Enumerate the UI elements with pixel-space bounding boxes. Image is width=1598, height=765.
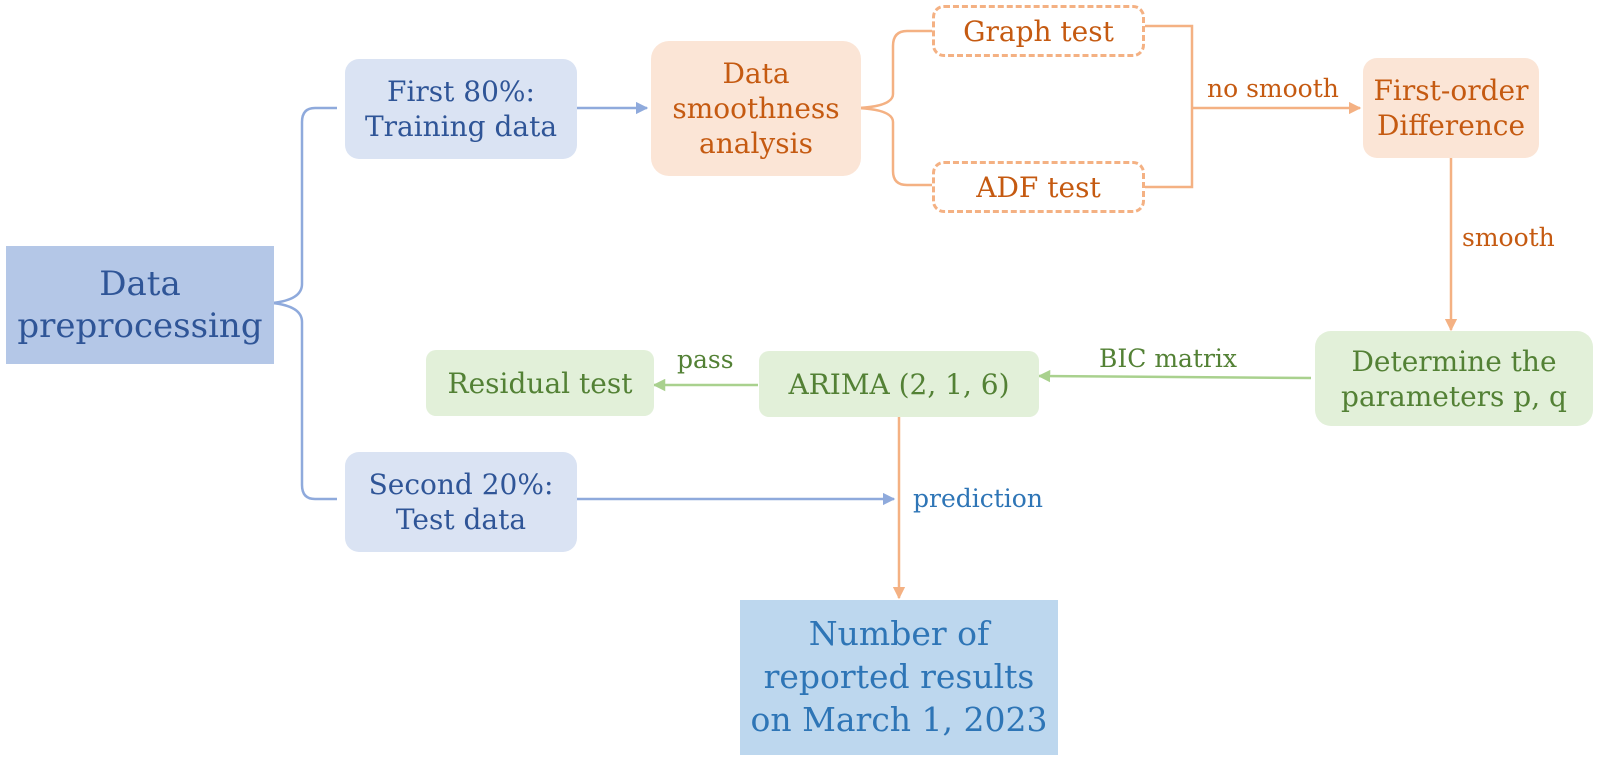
node-graph-test: Graph test [932,5,1145,57]
node-training-data-line-1: First 80%: [387,75,535,108]
node-test-data: Second 20%: Test data [345,452,577,552]
node-data-preprocessing: Data preprocessing [6,246,274,364]
node-adf-test-label: ADF test [976,170,1101,204]
node-result-line-2: reported results [763,657,1035,697]
node-determine-parameters-line-2: parameters p, q [1341,379,1567,413]
edge-label-prediction: prediction [913,484,1043,513]
edge-label-smooth: smooth [1462,223,1555,252]
node-data-preprocessing-line-1: Data [99,263,181,304]
node-result-line-1: Number of [808,614,990,654]
node-arima: ARIMA (2, 1, 6) [759,351,1039,417]
node-data-preprocessing-line-2: preprocessing [17,306,263,346]
node-first-order-difference: First-order Difference [1363,58,1539,158]
edge-label-bic-matrix: BIC matrix [1099,344,1238,373]
bic-matrix-arrow [1037,369,1312,383]
node-smoothness-analysis-line-1: Data [722,57,790,90]
node-arima-label: ARIMA (2, 1, 6) [788,367,1010,401]
node-residual-test: Residual test [426,350,654,416]
tests-merge-bracket [1145,24,1194,189]
node-smoothness-analysis-line-2: smoothness [672,92,840,125]
smoothness-brace [858,29,932,187]
node-adf-test: ADF test [932,161,1145,213]
node-result: Number of reported results on March 1, 2… [740,600,1058,755]
edge-label-pass: pass [677,345,734,374]
node-first-order-difference-line-2: Difference [1376,109,1526,142]
node-determine-parameters: Determine the parameters p, q [1315,331,1593,426]
node-residual-test-label: Residual test [447,366,633,400]
node-graph-test-label: Graph test [963,14,1114,48]
edge-label-no-smooth: no smooth [1207,74,1339,103]
node-test-data-line-1: Second 20%: [368,468,554,501]
node-result-line-3: on March 1, 2023 [750,699,1048,739]
node-test-data-line-2: Test data [395,503,527,536]
node-training-data: First 80%: Training data [345,59,577,159]
split-brace [271,106,337,501]
node-training-data-line-2: Training data [364,110,558,143]
node-smoothness-analysis-line-3: analysis [699,127,813,160]
node-determine-parameters-line-1: Determine the [1351,344,1557,378]
node-first-order-difference-line-1: First-order [1373,74,1529,107]
node-smoothness-analysis: Data smoothness analysis [651,41,861,176]
